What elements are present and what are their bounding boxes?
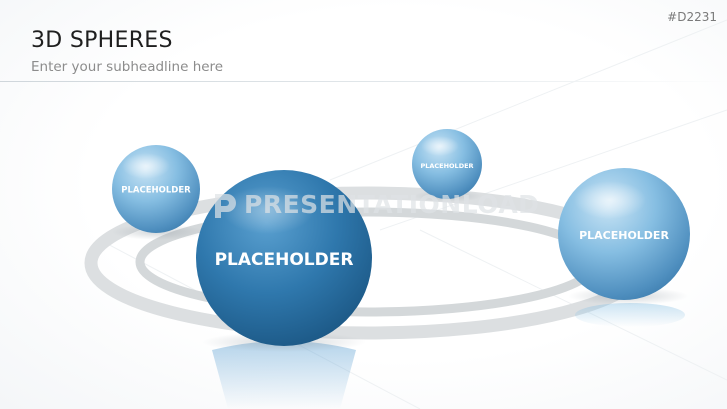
slide-title[interactable]: 3D SPHERES [31, 28, 173, 53]
sphere-medium-right[interactable]: PLACEHOLDER [558, 168, 690, 327]
sphere-highlight [122, 153, 170, 179]
sphere-small-left[interactable]: PLACEHOLDER [112, 145, 204, 240]
sphere-label: PLACEHOLDER [215, 250, 354, 270]
sphere-large-center[interactable]: PLACEHOLDER [196, 170, 372, 409]
sphere-highlight [574, 181, 646, 219]
sphere-label: PLACEHOLDER [579, 229, 669, 242]
slide-code: #D2231 [667, 10, 717, 24]
sphere-highlight [222, 186, 314, 234]
watermark-text: PRESENTATIONLOAD [244, 190, 540, 219]
watermark: PRESENTATIONLOAD [212, 190, 539, 220]
sphere-label: PLACEHOLDER [121, 186, 191, 196]
sphere-label: PLACEHOLDER [420, 162, 473, 170]
slide-subtitle[interactable]: Enter your subheadline here [31, 59, 224, 75]
sphere-reflection [575, 303, 685, 327]
sphere-small-top[interactable]: PLACEHOLDER [412, 129, 482, 202]
header-divider [0, 81, 727, 82]
sphere-reflection [212, 341, 356, 409]
logo-icon [212, 192, 238, 220]
sphere-highlight [421, 136, 459, 156]
